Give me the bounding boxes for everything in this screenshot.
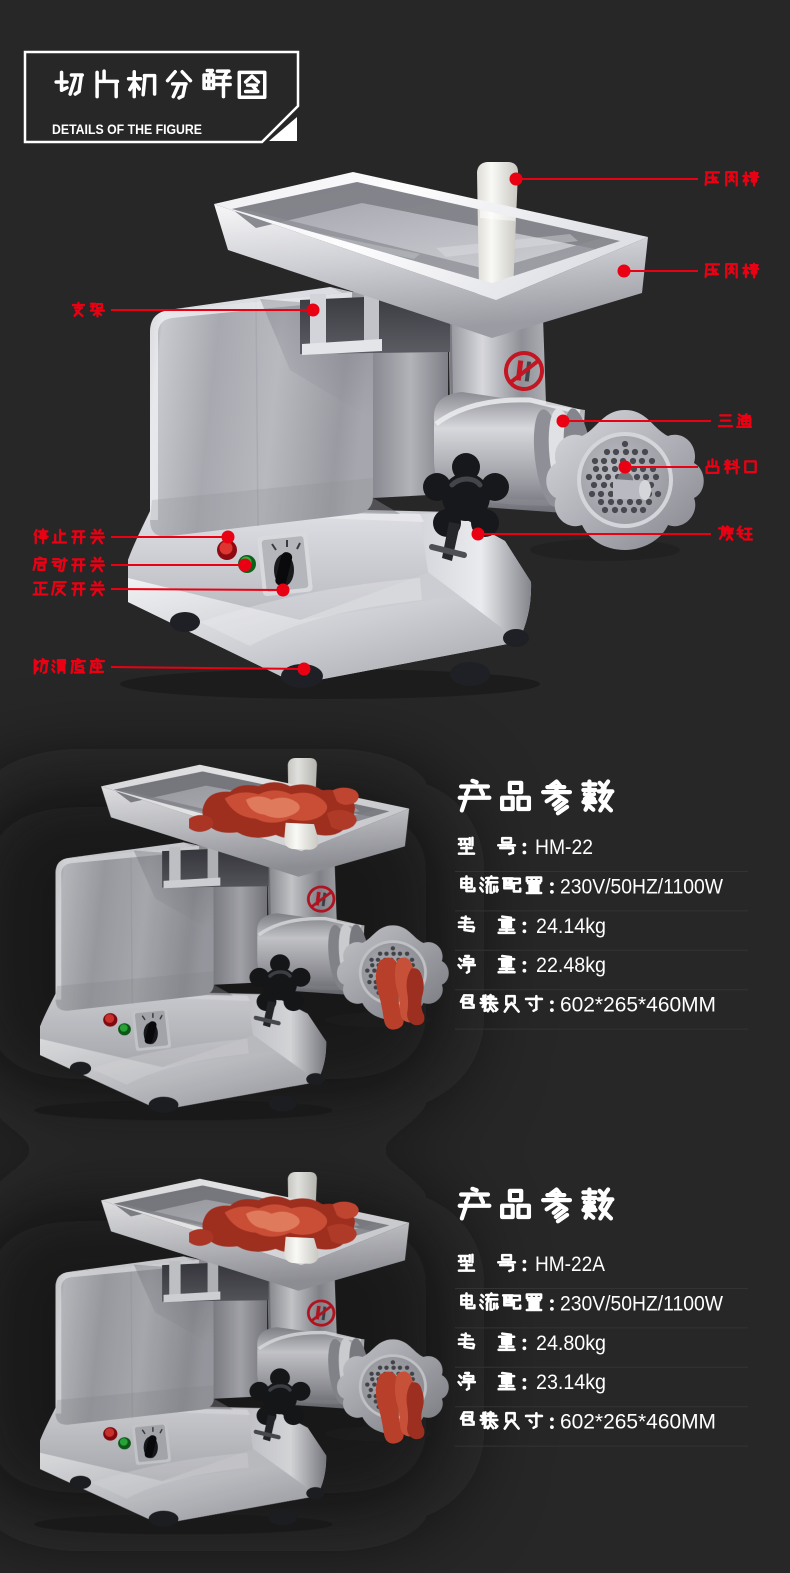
svg-text:602*265*460MM: 602*265*460MM	[560, 994, 716, 1017]
svg-text:22.48kg: 22.48kg	[536, 954, 606, 977]
svg-text:DETAILS OF THE FIGURE: DETAILS OF THE FIGURE	[52, 122, 202, 137]
svg-text:230V/50HZ/1100W: 230V/50HZ/1100W	[560, 1292, 723, 1315]
svg-text:HM-22A: HM-22A	[535, 1253, 605, 1276]
svg-text:230V/50HZ/1100W: 230V/50HZ/1100W	[560, 875, 723, 898]
svg-text:HM-22: HM-22	[535, 836, 593, 859]
svg-text:24.80kg: 24.80kg	[536, 1332, 606, 1355]
svg-text:602*265*460MM: 602*265*460MM	[560, 1411, 716, 1434]
svg-text:23.14kg: 23.14kg	[536, 1371, 606, 1394]
svg-text:24.14kg: 24.14kg	[536, 915, 606, 938]
